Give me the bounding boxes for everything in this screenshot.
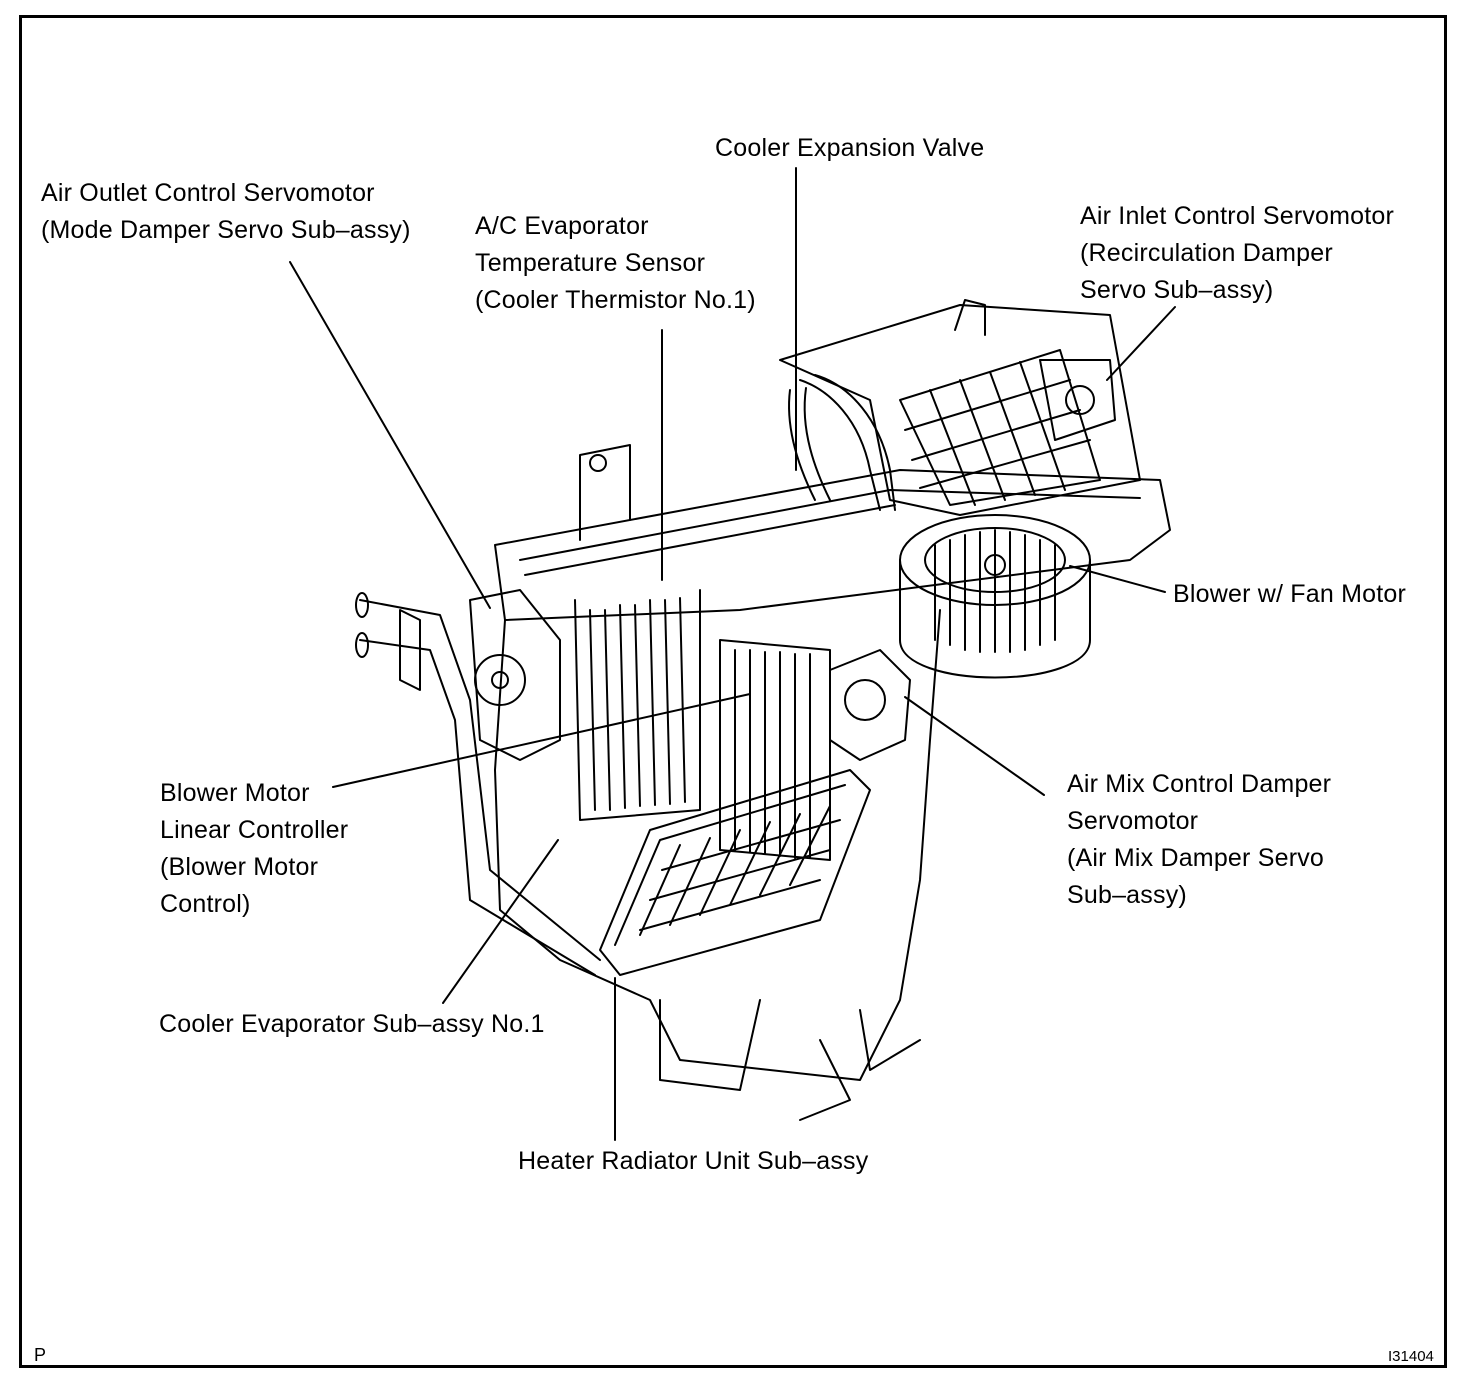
leader-lines <box>289 167 1176 1141</box>
housing-body <box>494 589 941 1121</box>
label-evaporator-sensor-2: Temperature Sensor <box>475 249 706 277</box>
label-air-outlet-servomotor: Air Outlet Control Servomotor <box>41 179 375 207</box>
air-inlet-box <box>779 299 1141 516</box>
heater-radiator <box>599 769 871 976</box>
label-evaporator-sensor-3: (Cooler Thermistor No.1) <box>475 286 756 314</box>
label-blower-controller-3: (Blower Motor <box>160 853 319 881</box>
label-air-mix-servomotor-1: Air Mix Control Damper <box>1067 770 1332 798</box>
label-air-outlet-servomotor-sub: (Mode Damper Servo Sub–assy) <box>41 216 411 244</box>
label-blower-fan-motor: Blower w/ Fan Motor <box>1173 580 1407 608</box>
label-blower-controller-2: Linear Controller <box>160 816 349 844</box>
label-air-mix-servomotor-4: Sub–assy) <box>1067 881 1187 909</box>
corner-mark-left: P <box>34 1345 47 1365</box>
label-air-inlet-servomotor-1: Air Inlet Control Servomotor <box>1080 202 1395 230</box>
heater-hoses <box>355 592 601 976</box>
blower-fan <box>899 514 1091 679</box>
label-cooler-evaporator: Cooler Evaporator Sub–assy No.1 <box>159 1010 545 1038</box>
servomotors <box>469 589 911 761</box>
figure-id: I31404 <box>1388 1348 1434 1365</box>
label-cooler-expansion-valve: Cooler Expansion Valve <box>715 134 985 162</box>
label-air-inlet-servomotor-2: (Recirculation Damper <box>1080 239 1333 267</box>
label-air-mix-servomotor-3: (Air Mix Damper Servo <box>1067 844 1325 872</box>
label-blower-controller-4: Control) <box>160 890 251 918</box>
label-air-mix-servomotor-2: Servomotor <box>1067 807 1199 835</box>
label-evaporator-sensor-1: A/C Evaporator <box>475 212 649 240</box>
diagram-frame <box>19 15 1447 1368</box>
label-air-inlet-servomotor-3: Servo Sub–assy) <box>1080 276 1274 304</box>
label-blower-controller-1: Blower Motor <box>160 779 310 807</box>
label-heater-radiator: Heater Radiator Unit Sub–assy <box>518 1147 869 1175</box>
